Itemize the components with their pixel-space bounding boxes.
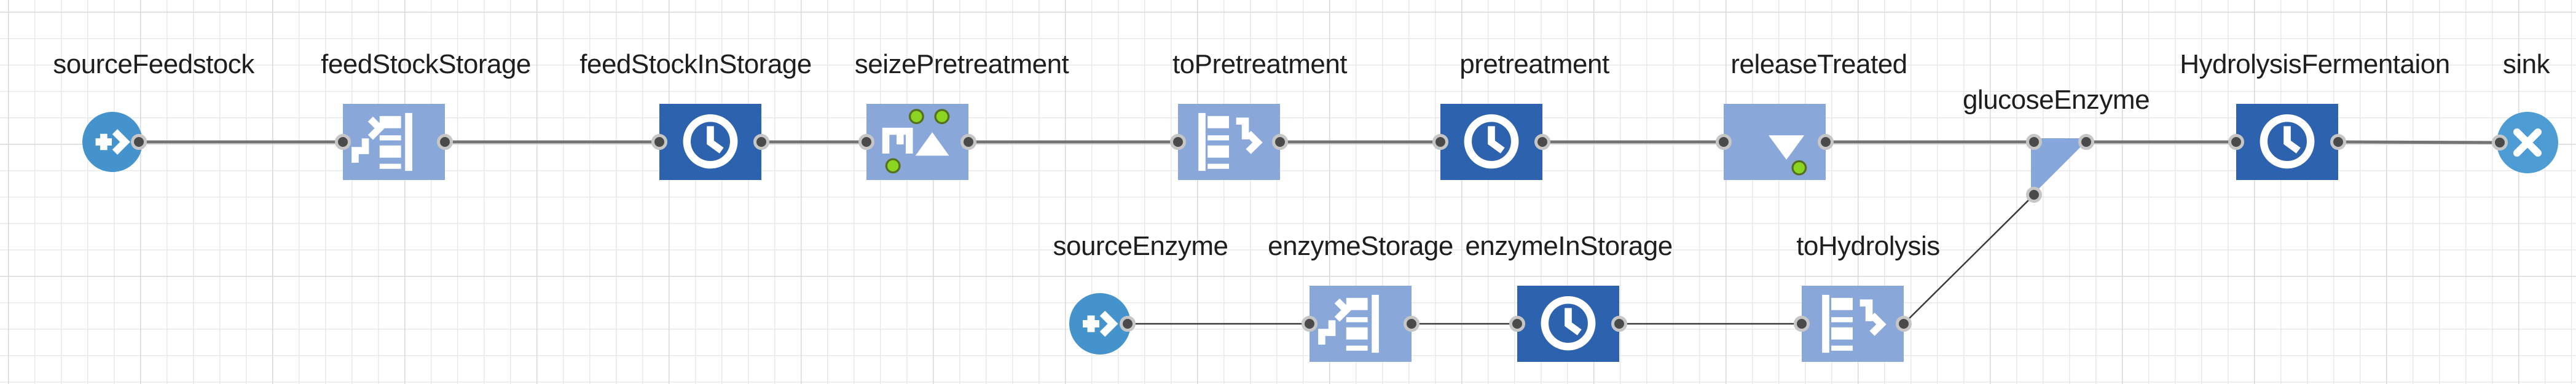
clock-icon: [683, 114, 738, 169]
node-label: feedStockStorage: [321, 49, 531, 79]
clock-icon: [2260, 114, 2315, 169]
port-feedStockInStorage-out[interactable]: [753, 134, 769, 150]
port-HydrolysisFermentaion-out[interactable]: [2330, 134, 2346, 150]
port-feedStockStorage-out[interactable]: [437, 134, 453, 150]
node-label: toPretreatment: [1172, 49, 1348, 79]
block-seizePretreatment[interactable]: [866, 104, 968, 180]
node-label: pretreatment: [1459, 49, 1609, 79]
node-label: enzymeStorage: [1268, 231, 1453, 261]
port-sink-in[interactable]: [2492, 135, 2508, 151]
port-glucoseEnzyme-out[interactable]: [2078, 134, 2094, 150]
clock-icon: [1464, 114, 1519, 169]
retrieve-icon: [1198, 112, 1263, 171]
port-feedStockInStorage-in[interactable]: [651, 134, 667, 150]
block-enzymeInStorage[interactable]: [1517, 286, 1619, 362]
seize-icon: [882, 109, 950, 174]
port-toHydrolysis-in[interactable]: [1794, 316, 1810, 332]
block-pretreatment[interactable]: [1440, 104, 1542, 180]
port-sourceFeedstock-out[interactable]: [131, 134, 147, 150]
port-pretreatment-in[interactable]: [1432, 134, 1448, 150]
port-releaseTreated-out[interactable]: [1818, 134, 1834, 150]
block-releaseTreated[interactable]: [1724, 104, 1826, 180]
clock-icon: [1541, 296, 1596, 351]
node-label: sourceFeedstock: [53, 49, 254, 79]
node-label: releaseTreated: [1730, 49, 1907, 79]
port-enzymeInStorage-in[interactable]: [1509, 316, 1525, 332]
port-toPretreatment-out[interactable]: [1272, 134, 1288, 150]
port-toHydrolysis-out[interactable]: [1896, 316, 1912, 332]
port-HydrolysisFermentaion-in[interactable]: [2228, 134, 2244, 150]
port-glucoseEnzyme-in-top[interactable]: [2026, 134, 2042, 150]
triangle-shape: [2031, 138, 2089, 197]
port-releaseTreated-in[interactable]: [1716, 134, 1732, 150]
source-icon: [1083, 310, 1118, 337]
port-sourceEnzyme-out[interactable]: [1120, 316, 1136, 332]
store-icon: [351, 112, 412, 171]
release-icon: [1769, 135, 1807, 176]
connector-toHydrolysis-glucoseEnzyme[interactable]: [1903, 194, 2035, 324]
block-toPretreatment[interactable]: [1178, 104, 1280, 180]
port-seizePretreatment-out[interactable]: [960, 134, 976, 150]
store-icon: [1318, 294, 1379, 353]
sink-icon: [2513, 128, 2542, 157]
block-HydrolysisFermentaion[interactable]: [2236, 104, 2338, 180]
block-feedStockStorage[interactable]: [343, 104, 445, 180]
port-seizePretreatment-in[interactable]: [858, 134, 874, 150]
node-label: HydrolysisFermentaion: [2180, 49, 2450, 79]
port-pretreatment-out[interactable]: [1534, 134, 1550, 150]
node-label: glucoseEnzyme: [1962, 85, 2150, 115]
node-label: seizePretreatment: [854, 49, 1069, 79]
port-glucoseEnzyme-in-bottom[interactable]: [2026, 187, 2042, 203]
port-toPretreatment-in[interactable]: [1170, 134, 1186, 150]
node-label: enzymeInStorage: [1465, 231, 1673, 261]
node-label: sink: [2502, 49, 2550, 79]
block-enzymeStorage[interactable]: [1310, 286, 1412, 362]
connector-HydrolysisFermentaion-sink[interactable]: [2338, 140, 2500, 144]
node-label: toHydrolysis: [1796, 231, 1940, 261]
port-enzymeInStorage-out[interactable]: [1611, 316, 1627, 332]
block-glucoseEnzyme[interactable]: [2031, 138, 2089, 200]
retrieve-icon: [1822, 294, 1887, 353]
port-feedStockStorage-in[interactable]: [335, 134, 351, 150]
block-feedStockInStorage[interactable]: [659, 104, 761, 180]
node-label: feedStockInStorage: [579, 49, 812, 79]
port-enzymeStorage-in[interactable]: [1302, 316, 1317, 332]
node-label: sourceEnzyme: [1053, 231, 1228, 261]
source-icon: [95, 129, 130, 155]
port-enzymeStorage-out[interactable]: [1404, 316, 1420, 332]
block-toHydrolysis[interactable]: [1802, 286, 1904, 362]
